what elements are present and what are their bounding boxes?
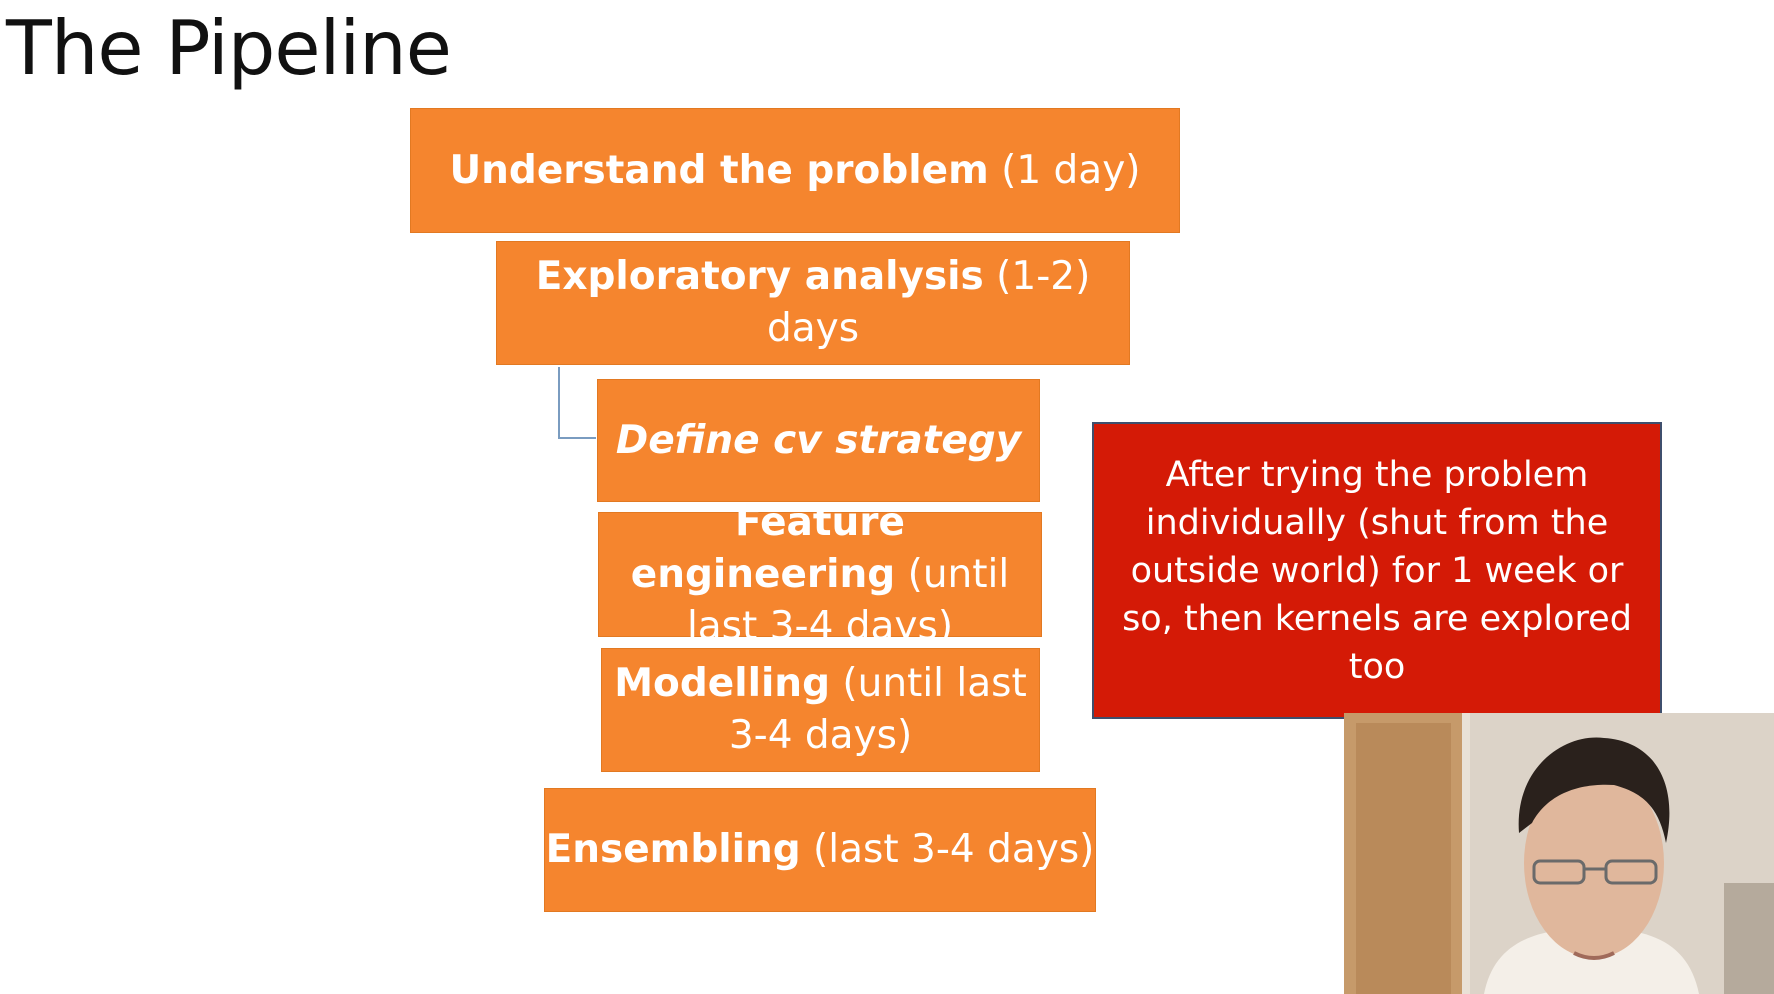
kernels-note-text: After trying the problem individually (s… bbox=[1122, 454, 1632, 687]
presenter-webcam-video bbox=[1344, 713, 1774, 994]
step-define-cv-strategy: Define cv strategy bbox=[597, 379, 1040, 502]
step-ensembling-label: Ensembling bbox=[545, 827, 801, 872]
step-exploratory-analysis: Exploratory analysis (1-2) days bbox=[496, 241, 1130, 365]
step-feature-engineering-label: Feature engineering bbox=[630, 499, 905, 597]
step-define-cv-strategy-label: Define cv strategy bbox=[615, 417, 1022, 463]
step-modelling: Modelling (until last 3-4 days) bbox=[601, 648, 1040, 772]
step-feature-engineering: Feature engineering (until last 3-4 days… bbox=[598, 500, 1042, 649]
step-exploratory-analysis-label: Exploratory analysis bbox=[535, 254, 984, 299]
kernels-note-callout: After trying the problem individually (s… bbox=[1092, 422, 1662, 719]
connector-line bbox=[558, 367, 596, 439]
step-understand-problem: Understand the problem (1 day) bbox=[410, 108, 1180, 233]
step-understand-problem-label: Understand the problem bbox=[449, 147, 989, 193]
step-understand-problem-duration: (1 day) bbox=[988, 147, 1141, 193]
step-exploratory-analysis-duration: (1-2) days bbox=[766, 254, 1091, 351]
step-ensembling-duration: (last 3-4 days) bbox=[800, 827, 1095, 872]
presenter-image bbox=[1344, 713, 1774, 994]
slide-title: The Pipeline bbox=[6, 4, 452, 92]
step-ensembling: Ensembling (last 3-4 days) bbox=[544, 788, 1096, 912]
step-feature-engineering-duration: (until last 3-4 days) bbox=[686, 551, 1010, 649]
step-modelling-label: Modelling bbox=[614, 661, 830, 706]
step-modelling-duration: (until last 3-4 days) bbox=[728, 661, 1027, 758]
